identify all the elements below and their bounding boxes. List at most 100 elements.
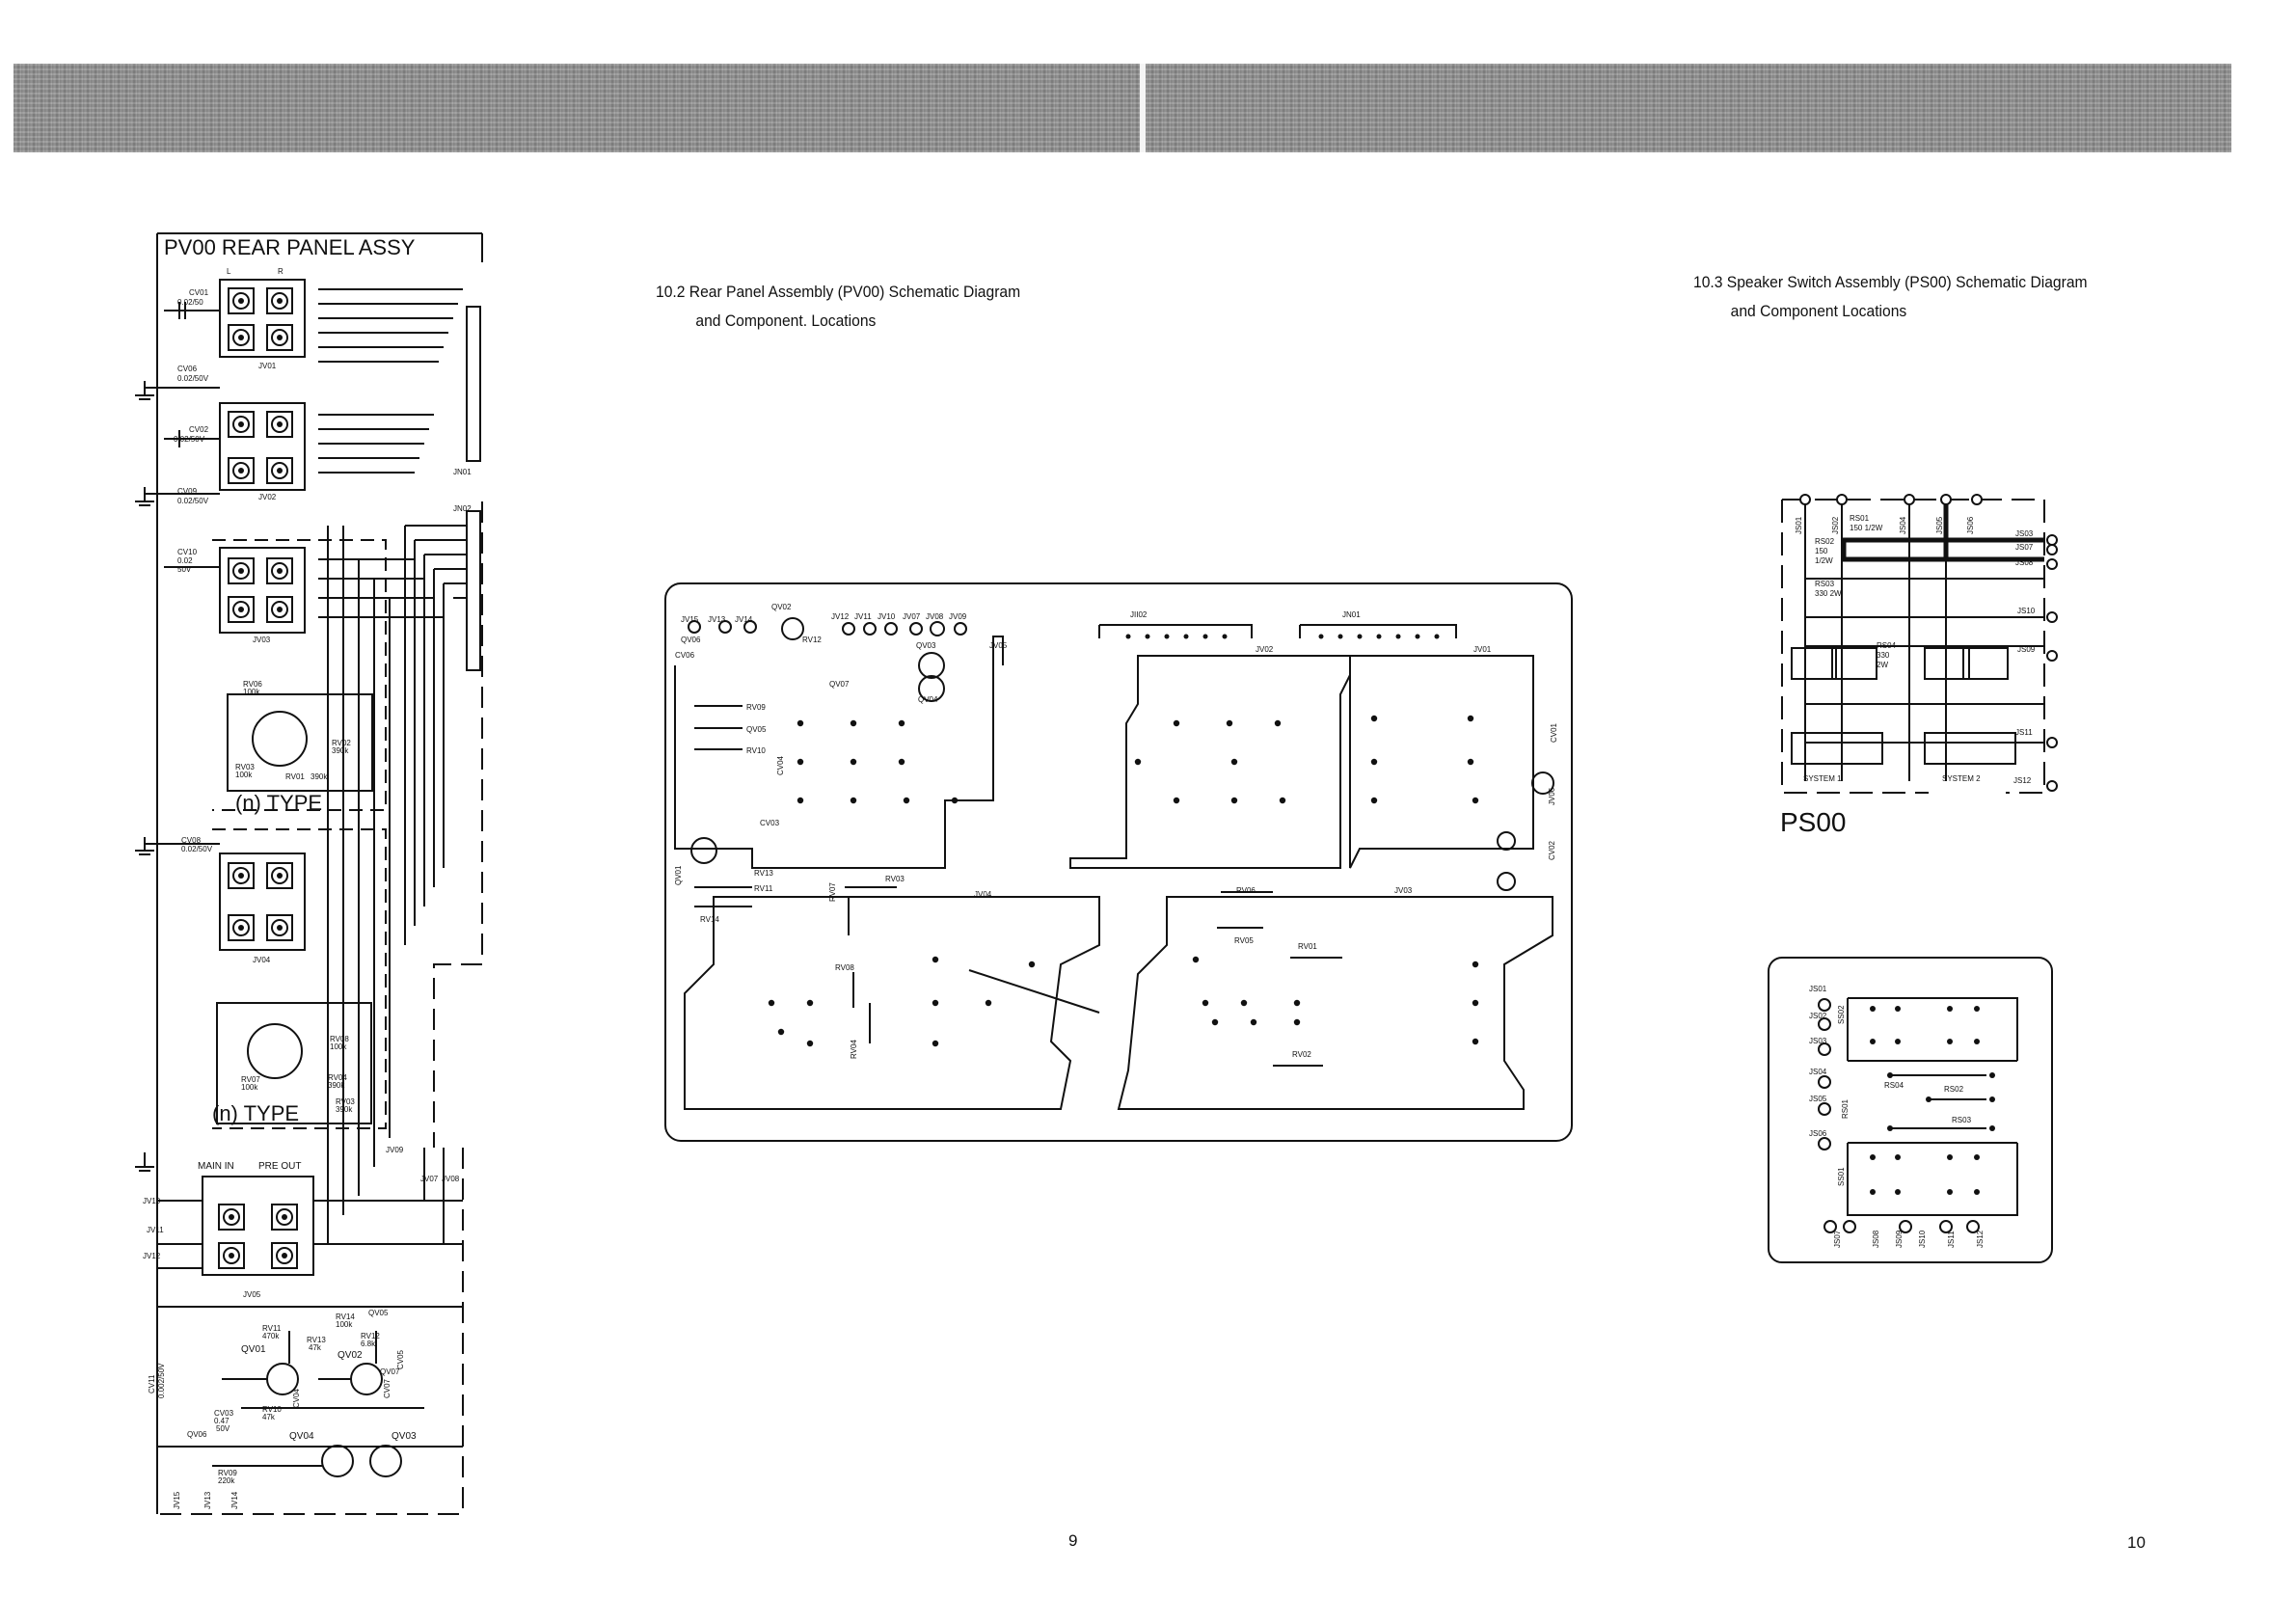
label-rv04: RV04 xyxy=(328,1073,347,1082)
label-cv11: CV11 xyxy=(148,1374,156,1394)
label-jv15: JV15 xyxy=(173,1491,181,1509)
label-jv14: JV14 xyxy=(230,1491,239,1509)
pcb-label-jv03: JV03 xyxy=(1394,886,1413,895)
ps00-label-js04: JS04 xyxy=(1899,516,1907,534)
ps00-label-js11: JS11 xyxy=(2015,728,2033,737)
ps00-label-rs04v2: 2W xyxy=(1877,661,1888,669)
pcb-pv00-dots xyxy=(768,634,1479,1047)
label-cv09v: 0.02/50V xyxy=(177,497,209,505)
pcb-label-jv07: JV07 xyxy=(903,612,921,621)
label-rv04v: 390k xyxy=(328,1081,345,1090)
pcb-label-rv05: RV05 xyxy=(1234,936,1254,945)
pcb-label-rv07: RV07 xyxy=(828,882,837,902)
ps00-label-system2: SYSTEM 2 xyxy=(1942,774,1981,783)
pcb-label-qv02: QV02 xyxy=(771,603,792,611)
header-band xyxy=(14,64,2231,152)
label-cv09: CV09 xyxy=(177,487,198,496)
label-qv06: QV06 xyxy=(187,1430,207,1439)
pcb-label-jv09: JV09 xyxy=(949,612,967,621)
label-qv03: QV03 xyxy=(392,1431,417,1442)
section-10-2-title: 10.2 Rear Panel Assembly (PV00) Schemati… xyxy=(656,278,1020,336)
ps00-label-rs03: RS03 xyxy=(1815,580,1835,588)
label-cv03: CV03 xyxy=(214,1409,234,1418)
pcb-label-rv01: RV01 xyxy=(1298,942,1317,951)
pcb-label-cv03: CV03 xyxy=(760,819,780,827)
label-cv08: CV08 xyxy=(181,836,202,845)
label-qv04: QV04 xyxy=(289,1431,314,1442)
pcb-ps00-ss01: SS01 xyxy=(1837,1167,1846,1186)
label-jv11: JV11 xyxy=(147,1226,164,1234)
label-rv12: RV12 xyxy=(361,1332,380,1340)
label-cv07: CV07 xyxy=(383,1378,392,1398)
ps00-label-js05: JS05 xyxy=(1935,516,1944,534)
pcb-ps00-js12: JS12 xyxy=(1976,1230,1985,1248)
label-qv02: QV02 xyxy=(338,1350,363,1361)
section-10-3-line2: and Component Locations xyxy=(1730,302,1907,320)
pcb-ps00-js11: JS11 xyxy=(1947,1231,1956,1248)
pcb-label-rv11: RV11 xyxy=(754,884,773,893)
label-cv03v: 0.47 xyxy=(214,1417,230,1425)
label-jv01: JV01 xyxy=(258,362,277,370)
pcb-label-qv07: QV07 xyxy=(829,680,850,689)
label-jv05: JV05 xyxy=(243,1290,261,1299)
pv00-title: PV00 REAR PANEL ASSY xyxy=(164,235,416,259)
label-rv09: RV09 xyxy=(218,1469,237,1477)
pcb-label-rv13: RV13 xyxy=(754,869,773,878)
label-rv06v: 100k xyxy=(243,688,260,696)
label-rv03: RV03 xyxy=(235,763,255,771)
label-jv09: JV09 xyxy=(386,1146,404,1154)
pv00-labels: PV00 REAR PANEL ASSY L R CV01 0.02/50 JV… xyxy=(143,235,472,1509)
ps00-label-js01: JS01 xyxy=(1795,516,1803,534)
label-cv10v: 0.02 xyxy=(177,556,193,565)
pcb-label-jv04: JV04 xyxy=(974,890,992,899)
label-jn02: JN02 xyxy=(453,504,472,513)
label-jv03: JV03 xyxy=(253,636,271,644)
pcb-label-jii02: JII02 xyxy=(1130,610,1148,619)
ps00-label-js03: JS03 xyxy=(2015,529,2034,538)
label-jv07: JV07 xyxy=(420,1175,439,1183)
page-seam xyxy=(1140,64,1146,152)
pcb-ps00-js10: JS10 xyxy=(1918,1230,1927,1248)
pcb-label-cv06: CV06 xyxy=(675,651,695,660)
pcb-label-rv14: RV14 xyxy=(700,915,719,924)
ps00-label-js09: JS09 xyxy=(2017,645,2036,654)
label-rv02v: 390k xyxy=(332,746,349,755)
section-10-2-line2: and Component. Locations xyxy=(695,311,877,330)
label-rv08v: 100k xyxy=(330,1042,347,1051)
ps00-schematic xyxy=(1781,494,2058,794)
label-pre-out: PRE OUT xyxy=(258,1161,301,1172)
label-jv04: JV04 xyxy=(253,956,271,964)
label-rv10v: 47k xyxy=(262,1413,276,1421)
label-rv11: RV11 xyxy=(262,1324,282,1333)
label-main-in: MAIN IN xyxy=(198,1161,234,1172)
pcb-label-rv02: RV02 xyxy=(1292,1050,1311,1059)
label-rv12v: 6.8k xyxy=(361,1340,376,1348)
ps00-label-rs01: RS01 xyxy=(1850,514,1870,523)
ps00-label-rs01v: 150 1/2W xyxy=(1850,524,1883,532)
label-type2: (n) TYPE xyxy=(212,1101,299,1125)
ps00-label-rs04: RS04 xyxy=(1877,641,1897,650)
pcb-ps00-js01: JS01 xyxy=(1809,985,1827,993)
pcb-label-qv05: QV05 xyxy=(746,725,767,734)
pcb-label-jv10: JV10 xyxy=(878,612,896,621)
label-jv13: JV13 xyxy=(203,1491,212,1509)
label-cv11v: 0.002/50V xyxy=(157,1363,166,1398)
pcb-label-qv01: QV01 xyxy=(674,865,683,885)
pcb-ps00-js08: JS08 xyxy=(1872,1230,1880,1248)
ps00-label-js06: JS06 xyxy=(1966,516,1975,534)
pcb-ps00-layout xyxy=(1768,957,2053,1263)
pcb-ps00-rs02: RS02 xyxy=(1944,1085,1964,1094)
pcb-ps00-js04: JS04 xyxy=(1809,1068,1827,1076)
ps00-label-rs02v: 150 xyxy=(1815,547,1828,555)
ps00-title: PS00 xyxy=(1780,807,1847,837)
label-rv14: RV14 xyxy=(336,1313,355,1321)
pcb-label-jv11: JV11 xyxy=(854,612,872,621)
label-jv08: JV08 xyxy=(442,1175,460,1183)
pcb-ps00-js06: JS06 xyxy=(1809,1129,1827,1138)
ps00-label-rs03v: 330 2W xyxy=(1815,589,1842,598)
section-10-3-line1: 10.3 Speaker Switch Assembly (PS00) Sche… xyxy=(1693,273,2088,291)
label-cv02v: 0.02/50V xyxy=(174,435,205,444)
label-rv06: RV06 xyxy=(243,680,262,689)
pcb-label-cv04: CV04 xyxy=(776,755,785,775)
